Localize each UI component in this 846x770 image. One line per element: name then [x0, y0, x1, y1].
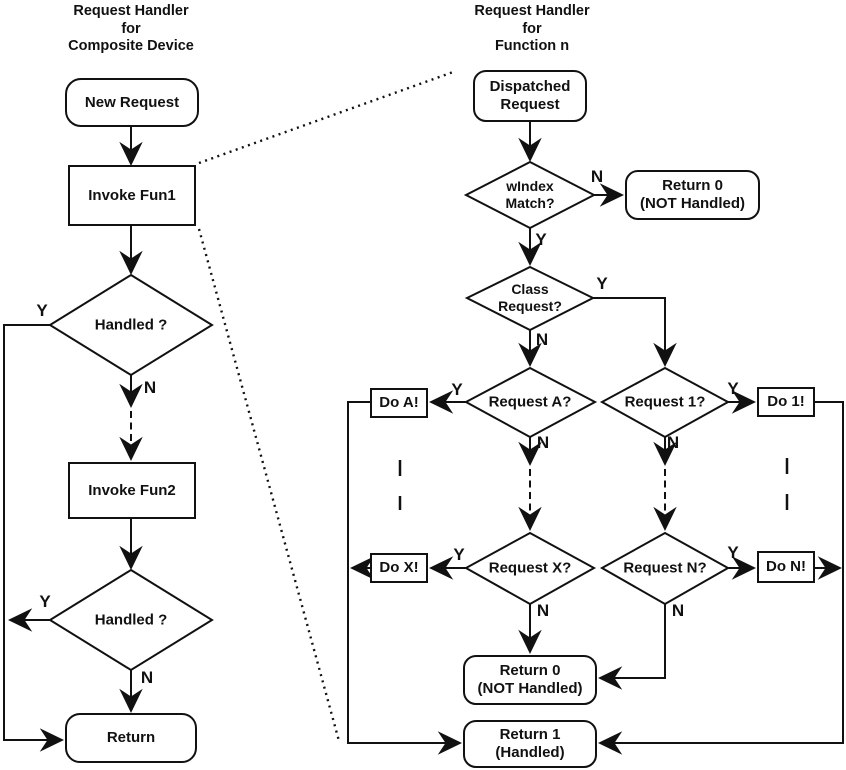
node-return0-top: Return 0 (NOT Handled): [625, 170, 760, 220]
node-invoke-fun1: Invoke Fun1: [68, 165, 196, 226]
node-dispatched-request: Dispatched Request: [473, 70, 587, 122]
diamond-handled-1: [48, 273, 214, 377]
ellipsis-marks: [398, 458, 789, 510]
node-do-x: Do X!: [370, 553, 428, 583]
connectors: [3, 122, 844, 755]
node-return1: Return 1 (Handled): [463, 720, 597, 768]
connector-doa-return1: [347, 401, 463, 755]
expansion-dotted-lines: [197, 69, 457, 742]
diamond-class-request: [464, 265, 596, 332]
diamond-request-a: [463, 366, 598, 439]
diamond-request-1: [599, 366, 731, 439]
right-flow-title: Request Handler for Function n: [474, 3, 590, 54]
connector-class-yes-request1: [593, 297, 677, 368]
connector-handled1-yes-return: [3, 324, 65, 752]
diamond-handled-2: [48, 568, 214, 672]
node-do-1: Do 1!: [757, 387, 815, 417]
node-return0-bottom: Return 0 (NOT Handled): [463, 655, 597, 705]
diamond-request-n: [599, 531, 731, 606]
connector-do1-return1: [597, 401, 844, 755]
node-do-a: Do A!: [370, 388, 428, 418]
decision-diamonds: [48, 160, 731, 672]
expansion-line-top: [198, 69, 457, 165]
node-new-request: New Request: [65, 78, 199, 127]
node-return: Return: [65, 713, 197, 763]
diamond-request-x: [463, 531, 597, 606]
left-flow-title: Request Handler for Composite Device: [68, 3, 194, 54]
node-invoke-fun2: Invoke Fun2: [68, 462, 196, 519]
diamond-windex-match: [463, 160, 597, 230]
expansion-line-bottom: [197, 228, 341, 742]
connector-requestn-no-return0: [597, 604, 666, 690]
node-do-n: Do N!: [757, 551, 815, 583]
